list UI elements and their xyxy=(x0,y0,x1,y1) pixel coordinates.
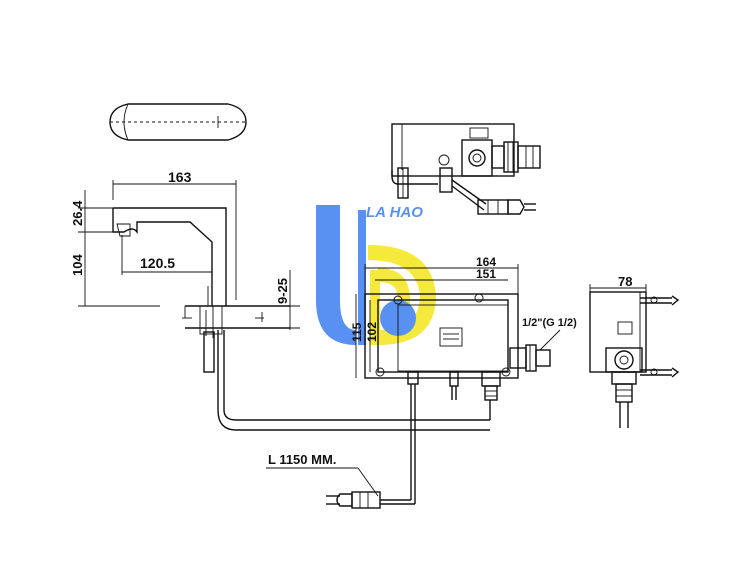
watermark-logo: LA HAO xyxy=(316,204,436,345)
dim-body-height: 104 xyxy=(70,254,85,276)
watermark-text: LA HAO xyxy=(366,204,423,221)
dim-box-width-outer: 164 xyxy=(476,255,496,269)
spout-top-view xyxy=(109,103,247,141)
dim-deck-thickness: 9-25 xyxy=(275,278,290,304)
cable-length-label: L 1150 MM. xyxy=(268,452,336,467)
dim-box-depth: 78 xyxy=(618,274,632,289)
power-plug xyxy=(266,467,416,509)
control-box-front xyxy=(355,264,561,500)
control-box-top-view xyxy=(391,123,541,215)
dim-box-height-outer: 115 xyxy=(350,322,364,342)
dim-box-height-inner: 102 xyxy=(365,322,379,342)
dim-box-width-inner: 151 xyxy=(476,267,496,281)
control-box-side-view xyxy=(589,284,680,428)
faucet-side-view xyxy=(78,180,491,431)
dim-spout-height: 26.4 xyxy=(70,200,85,226)
dim-width-total: 163 xyxy=(168,169,192,185)
dim-inlet-thread: 1/2"(G 1/2) xyxy=(522,317,577,329)
dim-reach: 120.5 xyxy=(140,255,175,271)
